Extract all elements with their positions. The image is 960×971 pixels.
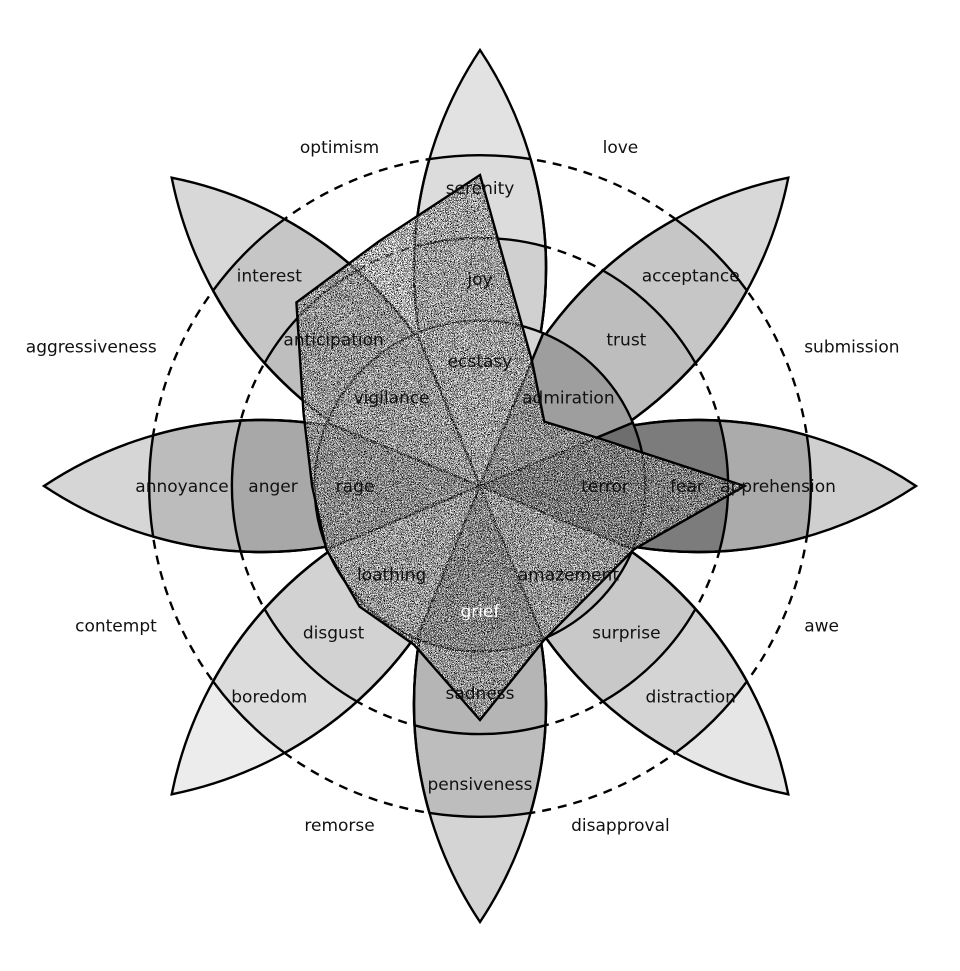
dyad-label-disapproval: disapproval — [571, 816, 670, 836]
dyad-label-remorse: remorse — [304, 816, 374, 836]
dyad-label-submission: submission — [804, 337, 899, 357]
label-amazement: amazement — [518, 565, 620, 585]
label-grief: grief — [461, 602, 501, 622]
label-pensiveness: pensiveness — [427, 775, 532, 795]
emotion-labels: ecstasy joy serenity admiration trust accepta… — [135, 179, 836, 795]
dyad-label-love: love — [603, 138, 639, 158]
label-sadness: sadness — [445, 684, 514, 704]
label-trust: trust — [606, 331, 646, 351]
dyad-label-aggressiveness: aggressiveness — [26, 337, 157, 357]
label-disgust: disgust — [303, 623, 365, 643]
label-vigilance: vigilance — [354, 389, 430, 409]
label-acceptance: acceptance — [642, 266, 740, 286]
emotion-polygon — [295, 173, 748, 722]
polygon-outline — [295, 173, 748, 722]
label-serenity: serenity — [446, 179, 515, 199]
label-anger: anger — [248, 477, 297, 497]
label-fear: fear — [670, 477, 704, 497]
label-interest: interest — [237, 266, 303, 286]
label-terror: terror — [581, 477, 629, 497]
dyad-label-awe: awe — [804, 617, 839, 637]
label-joy: joy — [466, 270, 492, 290]
label-ecstasy: ecstasy — [448, 352, 513, 372]
dyad-label-optimism: optimism — [300, 138, 379, 158]
dyad-labels: love submission awe disapproval remorse conte… — [26, 138, 900, 836]
label-admiration: admiration — [522, 389, 614, 409]
label-loathing: loathing — [357, 565, 426, 585]
label-distraction: distraction — [646, 688, 736, 708]
label-anticipation: anticipation — [283, 331, 383, 351]
dyad-label-contempt: contempt — [75, 617, 157, 637]
label-annoyance: annoyance — [135, 477, 228, 497]
label-surprise: surprise — [592, 623, 660, 643]
label-apprehension: apprehension — [720, 477, 836, 497]
polygon-stipple-light — [296, 175, 745, 720]
label-rage: rage — [336, 477, 375, 497]
label-boredom: boredom — [231, 688, 307, 708]
